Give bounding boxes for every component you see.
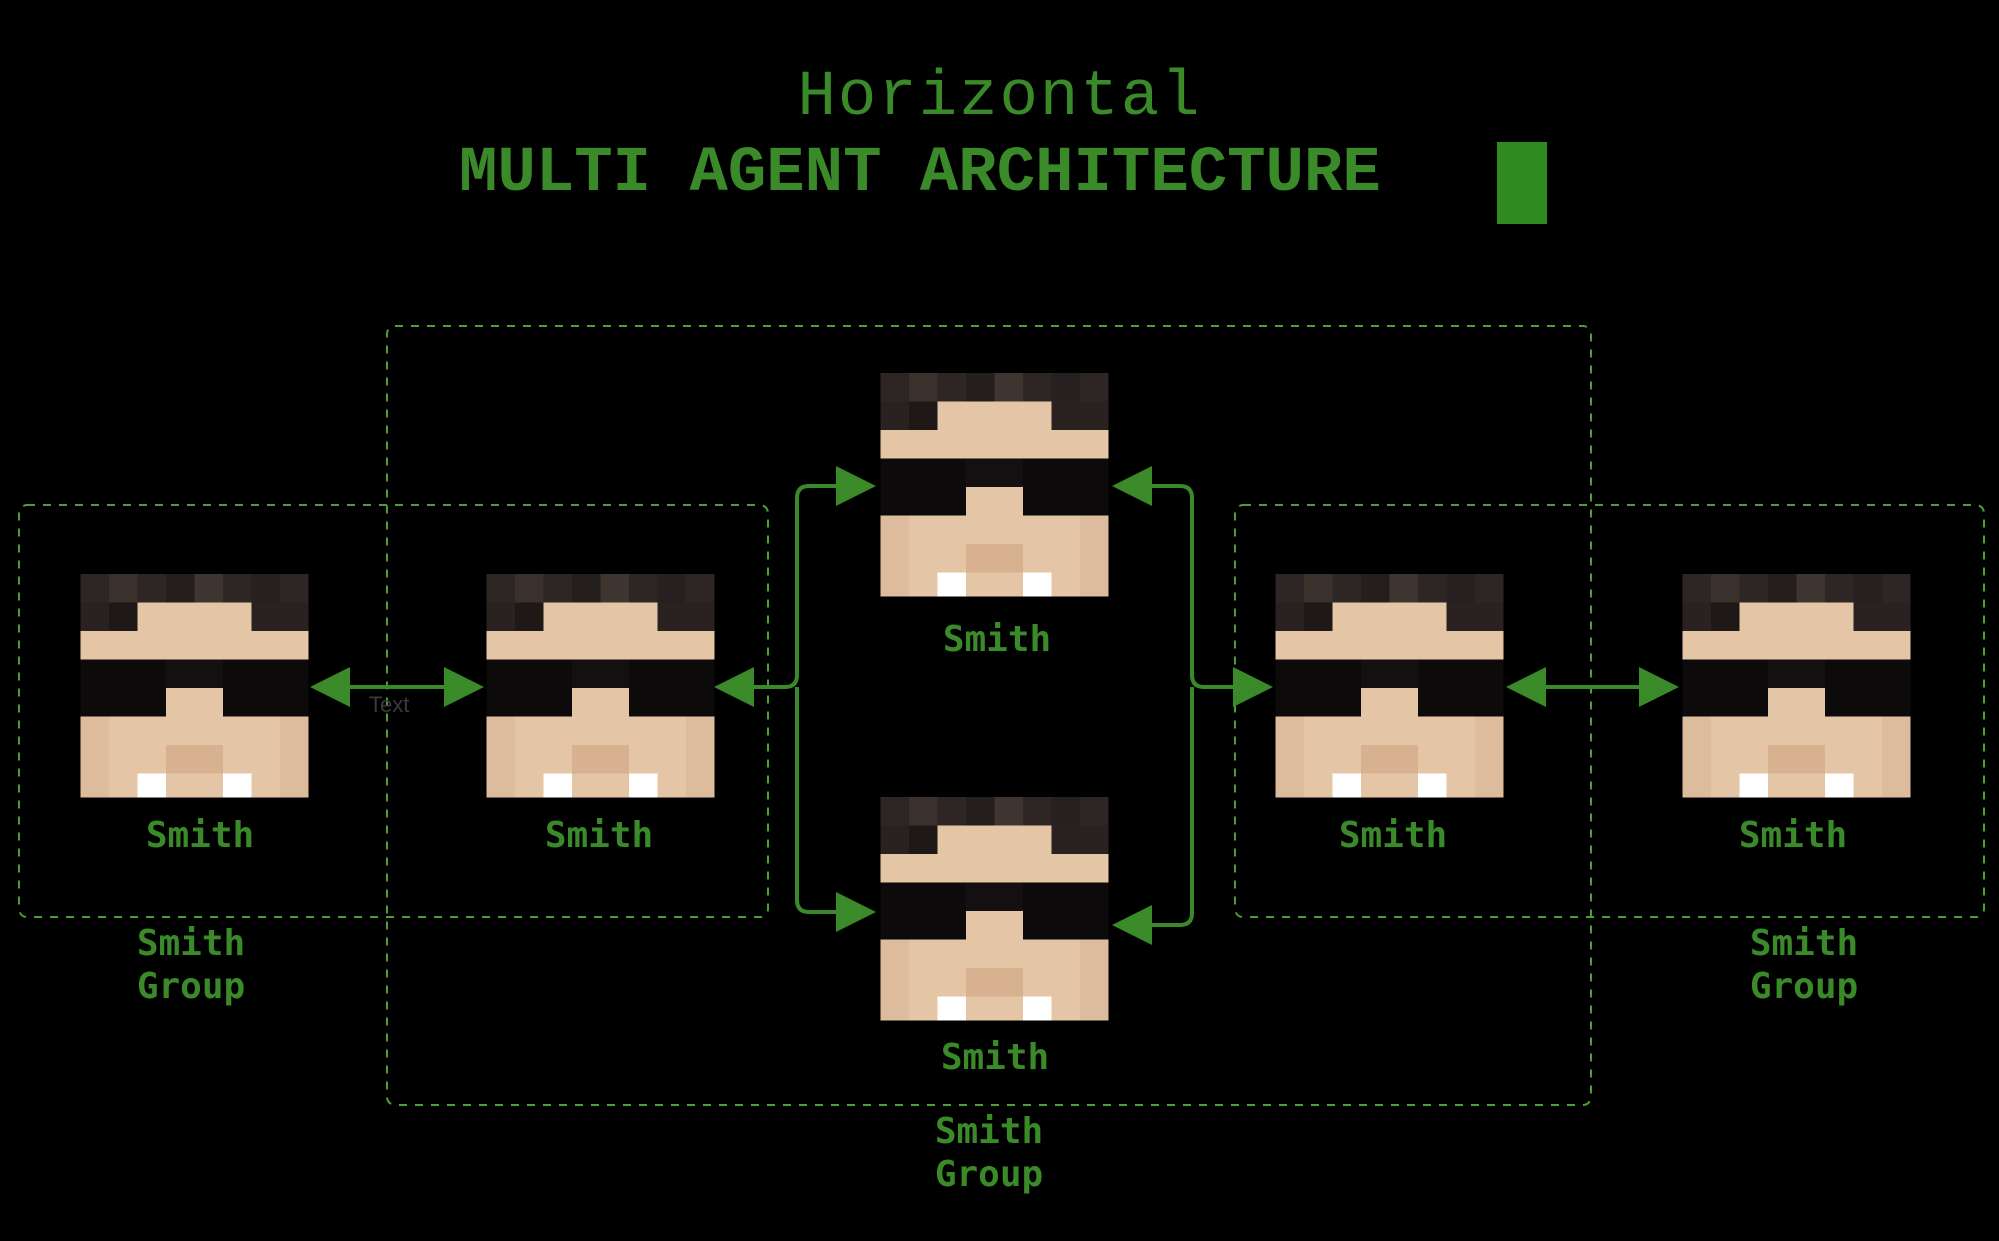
arrow-agent2-top: [714, 466, 876, 707]
agent-avatar-icon: [880, 797, 1109, 1025]
terminal-cursor-block: [1497, 142, 1547, 224]
agent-avatar-icon: [880, 373, 1109, 601]
diagram-title-line1: Horizontal: [797, 62, 1202, 134]
arrow-top-agent4: [1112, 466, 1273, 707]
group-box-right: [1234, 504, 1985, 918]
agent-label: Smith: [940, 1037, 1050, 1078]
group-box-center: [386, 325, 1592, 1106]
agent-label: Smith: [942, 619, 1052, 660]
arrow-agent2-bottom: [795, 687, 876, 932]
diagram-title-line2: MULTI AGENT ARCHITECTURE: [459, 138, 1381, 210]
edge-label-text: Text: [369, 692, 410, 717]
agent-label: Smith: [1738, 815, 1848, 856]
agent-avatar-icon: [80, 574, 309, 802]
agent-avatar-icon: [1275, 574, 1504, 802]
agent-label: Smith: [1338, 815, 1448, 856]
group-box-left: [18, 504, 769, 918]
agent-avatar-icon: [1682, 574, 1911, 802]
agent-label: Smith: [544, 815, 654, 856]
agent-avatar-icon: [486, 574, 715, 802]
arrow-bottom-agent4: [1112, 687, 1194, 945]
agent-label: Smith: [145, 815, 255, 856]
